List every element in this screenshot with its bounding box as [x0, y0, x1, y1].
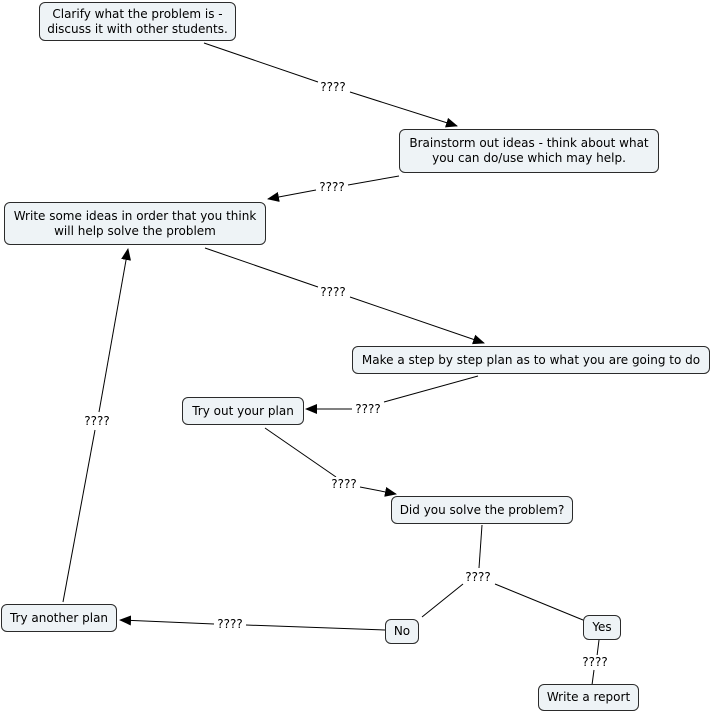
- node-brainstorm-ideas[interactable]: Brainstorm out ideas - think about what …: [399, 129, 659, 173]
- link-label-write-plan: ????: [318, 285, 348, 299]
- node-write-ideas[interactable]: Write some ideas in order that you think…: [4, 202, 266, 245]
- link-label-to-did-solve: [359, 486, 397, 497]
- node-did-you-solve[interactable]: Did you solve the problem?: [391, 496, 573, 524]
- link-label-brainstorm-write: ????: [317, 180, 347, 194]
- node-clarify-problem[interactable]: Clarify what the problem is - discuss it…: [39, 2, 236, 41]
- link-label-try-did: ????: [329, 477, 359, 491]
- link-label-another-write: ????: [82, 414, 112, 428]
- link-write-ideas-to-label: [204, 247, 319, 288]
- node-yes[interactable]: Yes: [583, 615, 621, 640]
- link-label-clarify-brainstorm: ????: [318, 80, 348, 94]
- node-no[interactable]: No: [385, 619, 419, 644]
- link-label-to-report: [591, 669, 595, 686]
- link-clarify-to-label: [203, 42, 319, 83]
- link-label-to-write-ideas: [267, 189, 317, 202]
- link-plan-to-label: [383, 375, 479, 403]
- link-label-to-try-another: [119, 615, 215, 626]
- link-no-to-label: [245, 624, 386, 631]
- link-label-yes-report: ????: [580, 655, 610, 669]
- link-try-another-to-label: [62, 429, 96, 603]
- link-label-to-brainstorm: [349, 91, 458, 128]
- link-label-to-yes: [494, 583, 584, 621]
- link-try-out-to-label: [264, 427, 337, 478]
- link-label-to-plan: [349, 296, 485, 345]
- node-try-another-plan[interactable]: Try another plan: [1, 604, 117, 632]
- link-label-did-branch: ????: [463, 570, 493, 584]
- link-label-to-no: [421, 583, 464, 618]
- link-did-solve-to-label: [478, 524, 483, 569]
- link-label-to-write-ideas-2: [98, 248, 131, 413]
- node-make-plan[interactable]: Make a step by step plan as to what you …: [352, 346, 710, 374]
- link-label-no-another: ????: [215, 617, 245, 631]
- link-brainstorm-to-label: [347, 175, 400, 186]
- link-label-plan-try: ????: [353, 402, 383, 416]
- node-try-out-plan[interactable]: Try out your plan: [182, 397, 304, 425]
- node-write-report[interactable]: Write a report: [538, 684, 639, 711]
- link-yes-to-label: [596, 639, 600, 657]
